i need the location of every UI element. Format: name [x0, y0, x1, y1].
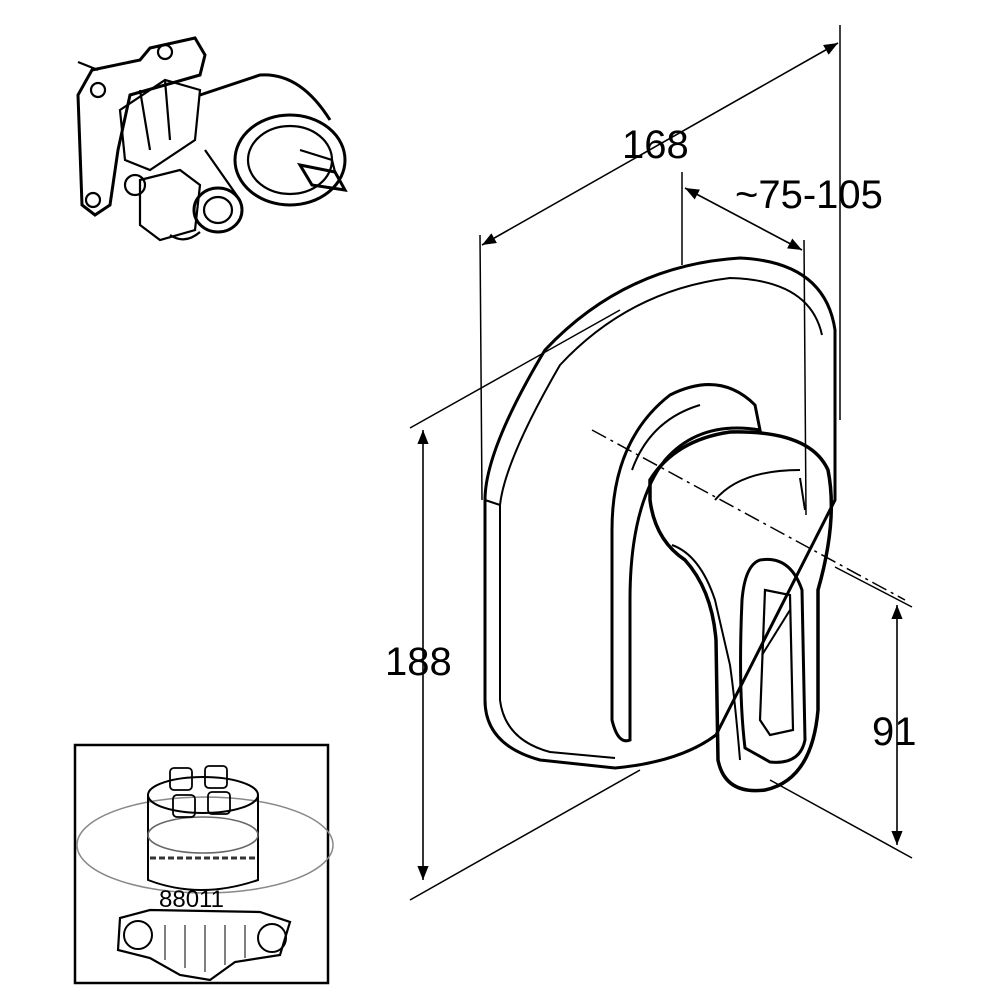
dimension-width-label: 168	[622, 123, 689, 167]
valve-boss	[610, 383, 762, 743]
inset-part-number: 88011	[159, 886, 224, 913]
dimension-axis-height-label: 91	[872, 710, 917, 754]
dimension-lines	[409, 25, 913, 901]
dimension-projection-label: ~75-105	[735, 173, 883, 217]
valve-body-illustration	[76, 36, 348, 242]
lever-handle	[648, 430, 834, 793]
thermostat-module-illustration	[76, 765, 334, 982]
mixer-illustration	[483, 256, 837, 793]
cover-plate	[483, 256, 837, 770]
dimension-height-label: 188	[385, 640, 452, 684]
inset-panel: 88011	[73, 743, 334, 985]
lever-slot	[739, 557, 807, 764]
